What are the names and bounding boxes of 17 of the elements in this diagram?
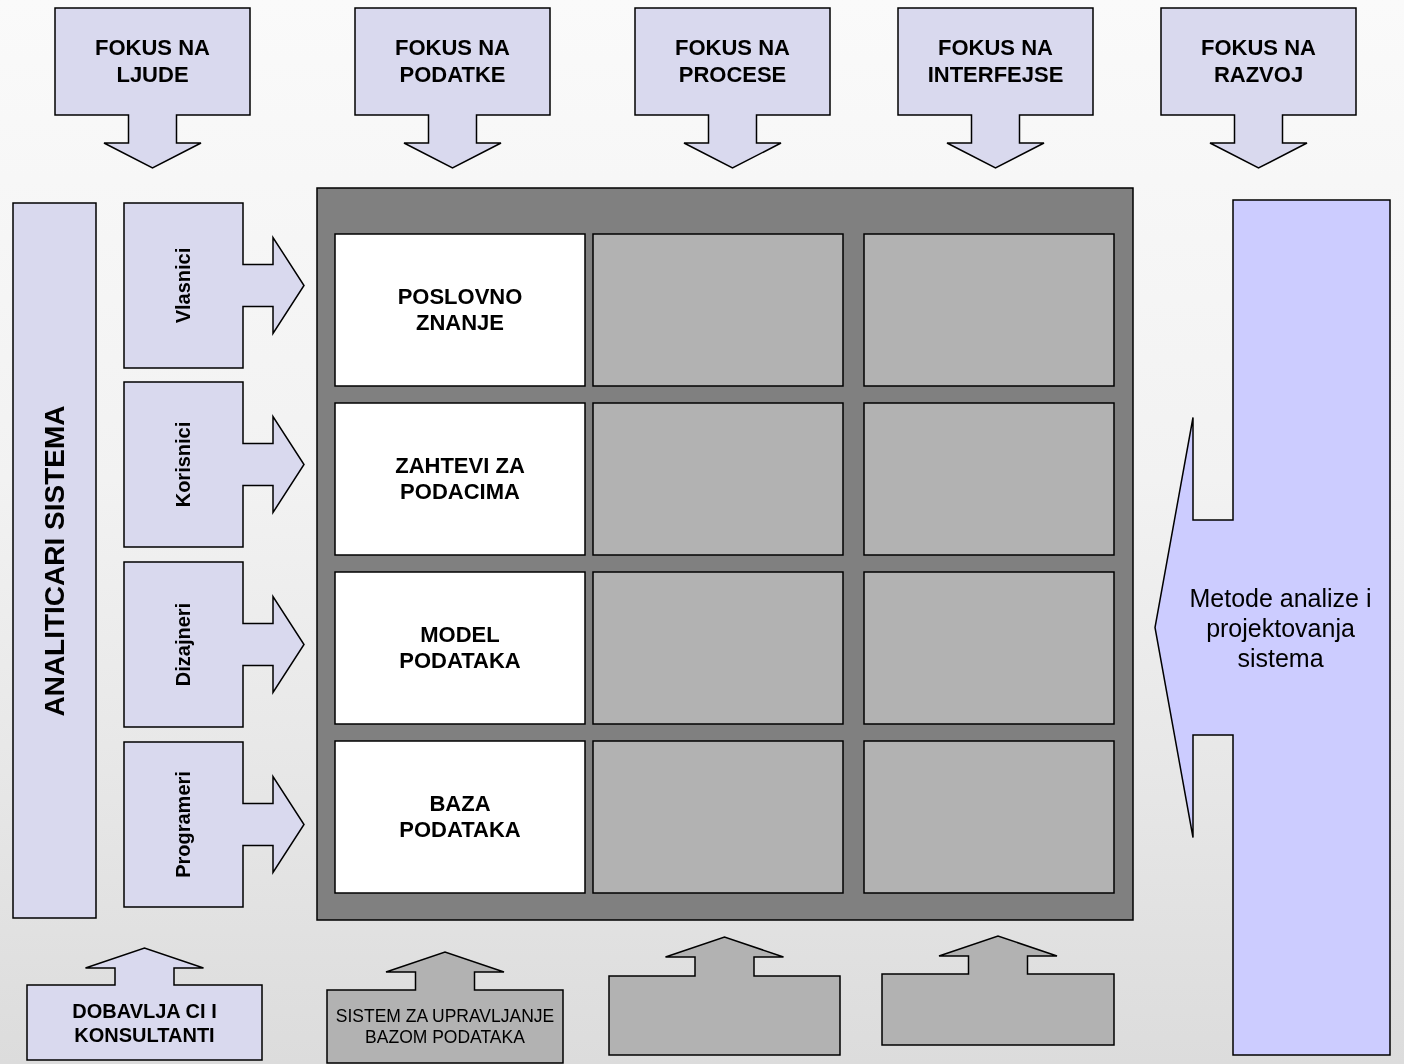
node-label: ZAHTEVI ZA PODACIMA — [394, 452, 526, 506]
node-label: FOKUS NA RAZVOJ — [1200, 35, 1317, 88]
node-label: SISTEM ZA UPRAVLJANJE BAZOM PODATAKA — [335, 1005, 555, 1048]
node-label: FOKUS NA PROCESE — [674, 35, 791, 88]
node-label: Metode analize i projektovanja sistema — [1188, 582, 1373, 673]
node-label: BAZA PODATAKA — [398, 790, 522, 844]
node-label: DOBAVLJA CI I KONSULTANTI — [71, 998, 218, 1047]
node-label: FOKUS NA LJUDE — [94, 35, 211, 88]
vertical-title: ANALITICARI SISTEMA — [38, 404, 71, 717]
role-label: Programeri — [172, 771, 195, 878]
role-label: Korisnici — [172, 421, 195, 508]
node-label: FOKUS NA PODATKE — [394, 35, 511, 88]
role-label: Vlasnici — [172, 247, 195, 324]
node-label: MODEL PODATAKA — [398, 621, 522, 675]
role-label: Dizajneri — [172, 602, 195, 687]
node-label: POSLOVNO ZNANJE — [396, 283, 524, 337]
node-label: FOKUS NA INTERFEJSE — [926, 35, 1065, 88]
